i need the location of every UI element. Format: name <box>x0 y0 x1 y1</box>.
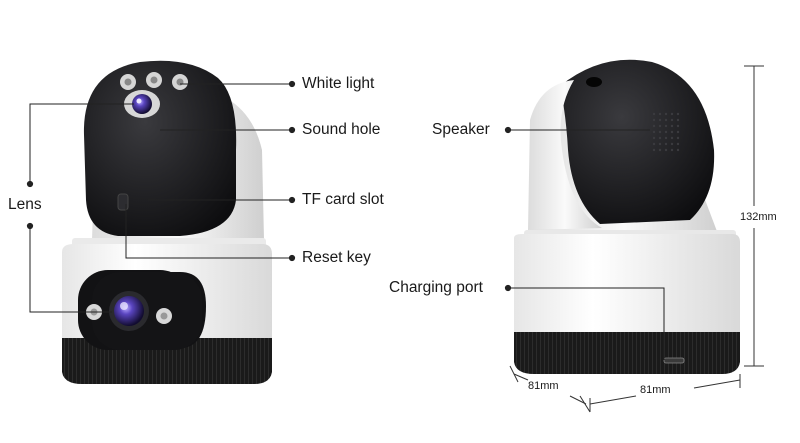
camera-side-view <box>514 59 740 374</box>
label-charging-port: Charging port <box>389 279 483 296</box>
camera-front-view <box>62 60 272 384</box>
label-tf-card-slot: TF card slot <box>302 191 384 208</box>
label-reset-key: Reset key <box>302 249 371 266</box>
dimension-lines <box>509 65 764 413</box>
charging-port-slot <box>663 357 685 364</box>
label-sound-hole: Sound hole <box>302 121 381 138</box>
label-speaker: Speaker <box>432 121 490 138</box>
right-leader-lines <box>504 126 665 360</box>
dimension-depth: 81mm <box>528 380 559 392</box>
left-leader-lines <box>26 80 296 313</box>
dimension-height: 132mm <box>740 211 777 223</box>
label-white-light: White light <box>302 75 375 92</box>
speaker-grille <box>652 112 680 152</box>
dimension-width: 81mm <box>640 384 671 396</box>
label-lens: Lens <box>8 196 42 213</box>
